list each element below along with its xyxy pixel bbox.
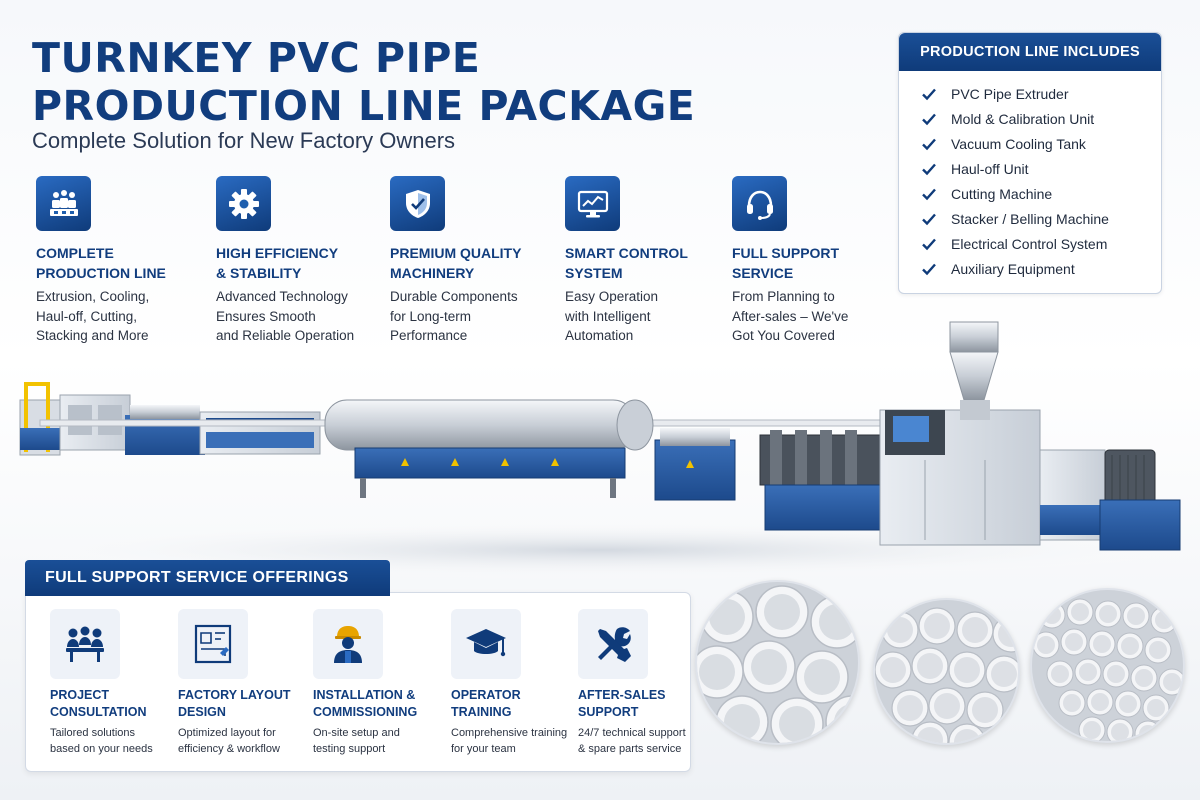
list-item-label: Mold & Calibration Unit	[951, 110, 1095, 127]
title-line-2: PRODUCTION LINE PACKAGE	[32, 82, 696, 130]
offer-desc: Optimized layout for efficiency & workfl…	[178, 727, 280, 755]
control-panel-screen	[893, 416, 929, 442]
list-item-label: Electrical Control System	[951, 235, 1108, 252]
offer-desc: 24/7 technical support & spare parts ser…	[578, 727, 686, 755]
list-item-label: Cutting Machine	[951, 185, 1053, 202]
offer-title: Installation & Commissioning	[313, 688, 418, 719]
gear-icon	[216, 176, 271, 231]
list-item: Haul-off Unit	[921, 156, 1161, 181]
feature-complete-line: Complete Production Line Extrusion, Cool…	[36, 176, 206, 346]
offer-title: Operator Training	[451, 688, 521, 719]
feature-title: Complete Production Line	[36, 245, 166, 281]
list-item-label: Stacker / Belling Machine	[951, 210, 1109, 227]
vacuum-cooling-tank	[324, 399, 654, 498]
checkmark-icon	[922, 163, 936, 175]
list-item-label: Vacuum Cooling Tank	[951, 135, 1086, 152]
offer-desc: Tailored solutions based on your needs	[50, 727, 153, 755]
support-offerings-panel: Project Consultation Tailored solutions …	[25, 592, 691, 772]
list-item-label: Haul-off Unit	[951, 160, 1029, 177]
pvc-pipes-image	[1032, 590, 1183, 741]
feature-support: Full Support Service From Planning to Af…	[732, 176, 902, 346]
page-title: TURNKEY PVC PIPE PRODUCTION LINE PACKAGE	[32, 34, 695, 130]
feature-efficiency: High Efficiency & Stability Advanced Tec…	[216, 176, 386, 346]
pipe-photo-large	[695, 580, 860, 745]
includes-title: PRODUCTION LINE INCLUDES	[899, 33, 1161, 71]
offer-desc: On-site setup and testing support	[313, 727, 400, 755]
feature-smart-control: Smart Control System Easy Operation with…	[565, 176, 735, 346]
meeting-icon	[50, 609, 120, 679]
pvc-pipes-image	[875, 600, 1018, 743]
offer-installation: Installation & Commissioning On-site set…	[313, 609, 441, 757]
offer-title: Project Consultation	[50, 688, 147, 719]
production-line-machine-illustration	[0, 321, 1200, 580]
list-item: Electrical Control System	[921, 231, 1161, 256]
pipe-photo-small-pipes	[1030, 588, 1185, 743]
list-item: PVC Pipe Extruder	[921, 81, 1161, 106]
headset-icon	[732, 176, 787, 231]
feature-title: Smart Control System	[565, 245, 688, 281]
list-item: Cutting Machine	[921, 181, 1161, 206]
feature-title: Full Support Service	[732, 245, 840, 281]
factory-workers-icon	[36, 176, 91, 231]
list-item-label: Auxiliary Equipment	[951, 260, 1075, 277]
offer-project-consultation: Project Consultation Tailored solutions …	[50, 609, 178, 757]
pvc-pipes-image	[697, 582, 858, 743]
features-row: Complete Production Line Extrusion, Cool…	[36, 176, 876, 346]
list-item: Auxiliary Equipment	[921, 256, 1161, 281]
list-item: Stacker / Belling Machine	[921, 206, 1161, 231]
pipe-photo-medium	[873, 598, 1020, 745]
title-line-1: TURNKEY PVC PIPE	[32, 34, 481, 82]
feature-title: High Efficiency & Stability	[216, 245, 339, 281]
list-item: Mold & Calibration Unit	[921, 106, 1161, 131]
offer-title: Factory Layout Design	[178, 688, 291, 719]
checkmark-icon	[922, 263, 936, 275]
offer-after-sales: After-sales Support 24/7 technical suppo…	[578, 609, 706, 757]
checkmark-icon	[922, 113, 936, 125]
feature-quality: Premium Quality Machinery Durable Compon…	[390, 176, 560, 346]
page-subtitle: Complete Solution for New Factory Owners	[32, 128, 456, 153]
offer-factory-layout: Factory Layout Design Optimized layout f…	[178, 609, 306, 757]
stacker-machine	[19, 382, 131, 456]
includes-list: PVC Pipe Extruder Mold & Calibration Uni…	[899, 71, 1161, 281]
list-item-label: PVC Pipe Extruder	[951, 85, 1069, 102]
cutting-machine	[125, 405, 205, 455]
engineer-icon	[313, 609, 383, 679]
feature-desc: Extrusion, Cooling, Haul-off, Cutting, S…	[36, 289, 150, 343]
checkmark-icon	[922, 88, 936, 100]
production-line-includes-box: PRODUCTION LINE INCLUDES PVC Pipe Extrud…	[898, 32, 1162, 294]
feature-desc: Easy Operation with Intelligent Automati…	[565, 289, 659, 343]
offer-title: After-sales Support	[578, 688, 666, 719]
feature-desc: From Planning to After-sales – We've Got…	[732, 289, 849, 343]
support-section-title: FULL SUPPORT SERVICE OFFERINGS	[25, 560, 390, 596]
pvc-pipe-extruder	[759, 321, 1181, 551]
feature-desc: Durable Components for Long-term Perform…	[390, 289, 518, 343]
list-item: Vacuum Cooling Tank	[921, 131, 1161, 156]
tools-icon	[578, 609, 648, 679]
graduation-cap-icon	[451, 609, 521, 679]
mold-calibration-unit	[654, 428, 736, 501]
feature-desc: Advanced Technology Ensures Smooth and R…	[216, 289, 355, 343]
checkmark-icon	[922, 188, 936, 200]
haul-off-unit	[199, 411, 321, 455]
monitor-chart-icon	[565, 176, 620, 231]
checkmark-icon	[922, 213, 936, 225]
blueprint-icon	[178, 609, 248, 679]
offer-operator-training: Operator Training Comprehensive training…	[451, 609, 579, 757]
checkmark-icon	[922, 138, 936, 150]
checkmark-icon	[922, 238, 936, 250]
feature-title: Premium Quality Machinery	[390, 245, 522, 281]
shield-check-icon	[390, 176, 445, 231]
offer-desc: Comprehensive training for your team	[451, 727, 568, 755]
